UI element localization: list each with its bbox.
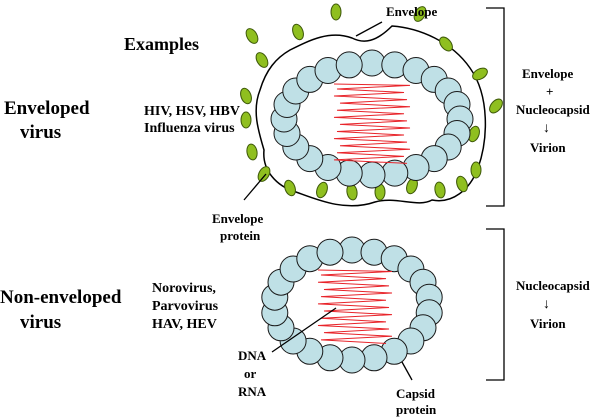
non-enveloped-bracket [486,228,505,381]
capsid-protein-label-line2: protein [396,402,437,417]
envelope-pointer-line [355,21,383,37]
enveloped-bracket [486,7,505,207]
enveloped-capsid [270,49,474,189]
enveloped-nucleic-acid [333,83,411,164]
enveloped-title-line2: virus [20,122,61,143]
non-enveloped-examples-line1: Norovirus, [152,281,216,296]
envelope-spike [413,6,427,22]
genome-label-line1: DNA [238,348,267,363]
non-enveloped-nucleic-acid [317,269,393,344]
envelope-spike [245,28,259,44]
envelope-spike [255,52,269,68]
enveloped-assembly-line1: Envelope [522,66,574,81]
envelope-spike [472,67,488,81]
enveloped-assembly-plus: + [546,84,553,99]
non-enveloped-capsomer [316,238,344,266]
envelope-spike [257,166,271,182]
envelope-protein-label-line1: Envelope [212,211,264,226]
non-enveloped-examples-line3: HAV, HEV [152,317,217,332]
enveloped-examples-line1: HIV, HSV, HBV [144,104,240,119]
envelope-label: Envelope [386,4,438,19]
non-enveloped-virus-group [261,228,505,381]
non-enveloped-assembly-result: Virion [530,316,566,331]
envelope-spike [292,23,304,41]
enveloped-title-line1: Enveloped [4,98,90,119]
non-enveloped-assembly-arrow: ↓ [543,297,550,312]
envelope-spike [434,181,446,199]
envelope-protein-spikes [240,3,503,201]
envelope-spike [470,161,482,179]
non-enveloped-capsid [261,236,443,374]
envelope-spike [456,175,468,193]
non-enveloped-title-line1: Non-enveloped [0,287,122,308]
enveloped-virus-group [240,3,505,207]
enveloped-examples-line2: Influenza virus [144,121,235,136]
genome-pointer-line [271,307,337,353]
envelope-membrane [255,25,487,207]
enveloped-capsomer [358,49,386,77]
envelope-protein-label-line2: protein [220,228,261,243]
examples-heading: Examples [124,34,199,54]
enveloped-capsomer [358,161,386,189]
enveloped-capsomer [381,159,409,187]
non-enveloped-title-line2: virus [20,312,61,333]
genome-label-line2: or [244,366,257,381]
envelope-spike [439,36,453,52]
envelope-spike [240,111,252,129]
enveloped-assembly-line2: Nucleocapsid [516,102,590,117]
envelope-protein-pointer-line [243,173,267,201]
non-enveloped-examples-line2: Parvovirus [152,299,219,314]
enveloped-assembly-arrow: ↓ [543,121,550,136]
envelope-spike [316,181,328,199]
envelope-spike [330,3,342,21]
capsid-pointer-line [401,361,413,381]
envelope-spike [489,98,503,114]
enveloped-assembly-result: Virion [530,140,566,155]
enveloped-capsomer [335,51,363,79]
envelope-spike [284,179,296,197]
non-enveloped-assembly-line1: Nucleocapsid [516,278,590,293]
envelope-spike [246,143,258,161]
envelope-spike [240,87,252,105]
genome-label-line3: RNA [238,384,267,399]
capsid-protein-label-line1: Capsid [396,386,436,401]
